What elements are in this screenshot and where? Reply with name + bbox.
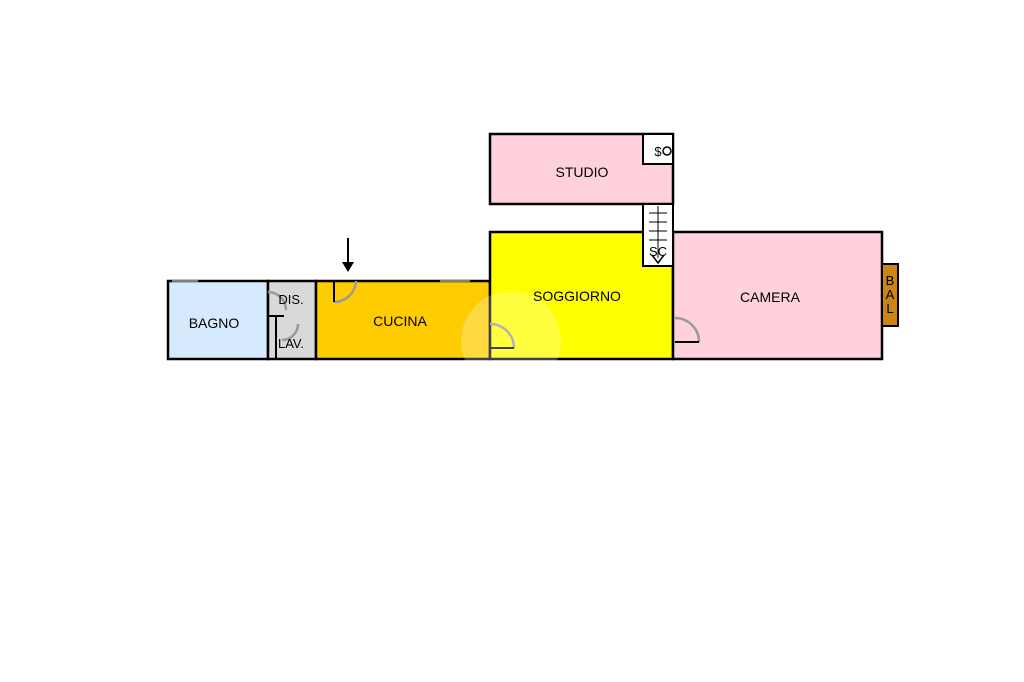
room-balcone — [881, 263, 899, 327]
label-balcone-letter: L — [886, 301, 893, 316]
door-arc-dis — [267, 290, 288, 311]
stair-arrow-icon — [651, 254, 665, 265]
label-stairs: SC — [649, 244, 667, 259]
label-camera: CAMERA — [740, 289, 801, 305]
room-camera — [671, 230, 884, 361]
room-bagno — [166, 279, 270, 361]
door-arc-soggiorno — [489, 322, 516, 349]
label-shaft: $ — [654, 144, 662, 159]
label-lav: LAV. — [278, 336, 304, 351]
watermark-logo — [461, 291, 561, 391]
entrance-arrow-icon — [342, 238, 354, 272]
room-cucina — [314, 279, 492, 361]
door-arc-cucina — [333, 280, 358, 304]
label-soggiorno: SOGGIORNO — [533, 288, 621, 304]
shaft-valve-icon — [662, 146, 672, 156]
label-bagno: BAGNO — [189, 315, 240, 331]
shaft-box — [642, 133, 674, 165]
label-balcone-letter: B — [886, 273, 895, 288]
label-cucina: CUCINA — [373, 313, 427, 329]
label-dis: DIS. — [278, 292, 303, 307]
door-arc-camera — [674, 316, 701, 343]
label-studio: STUDIO — [556, 164, 609, 180]
label-balcone-letter: A — [886, 287, 895, 302]
door-arc-lav — [281, 323, 300, 342]
